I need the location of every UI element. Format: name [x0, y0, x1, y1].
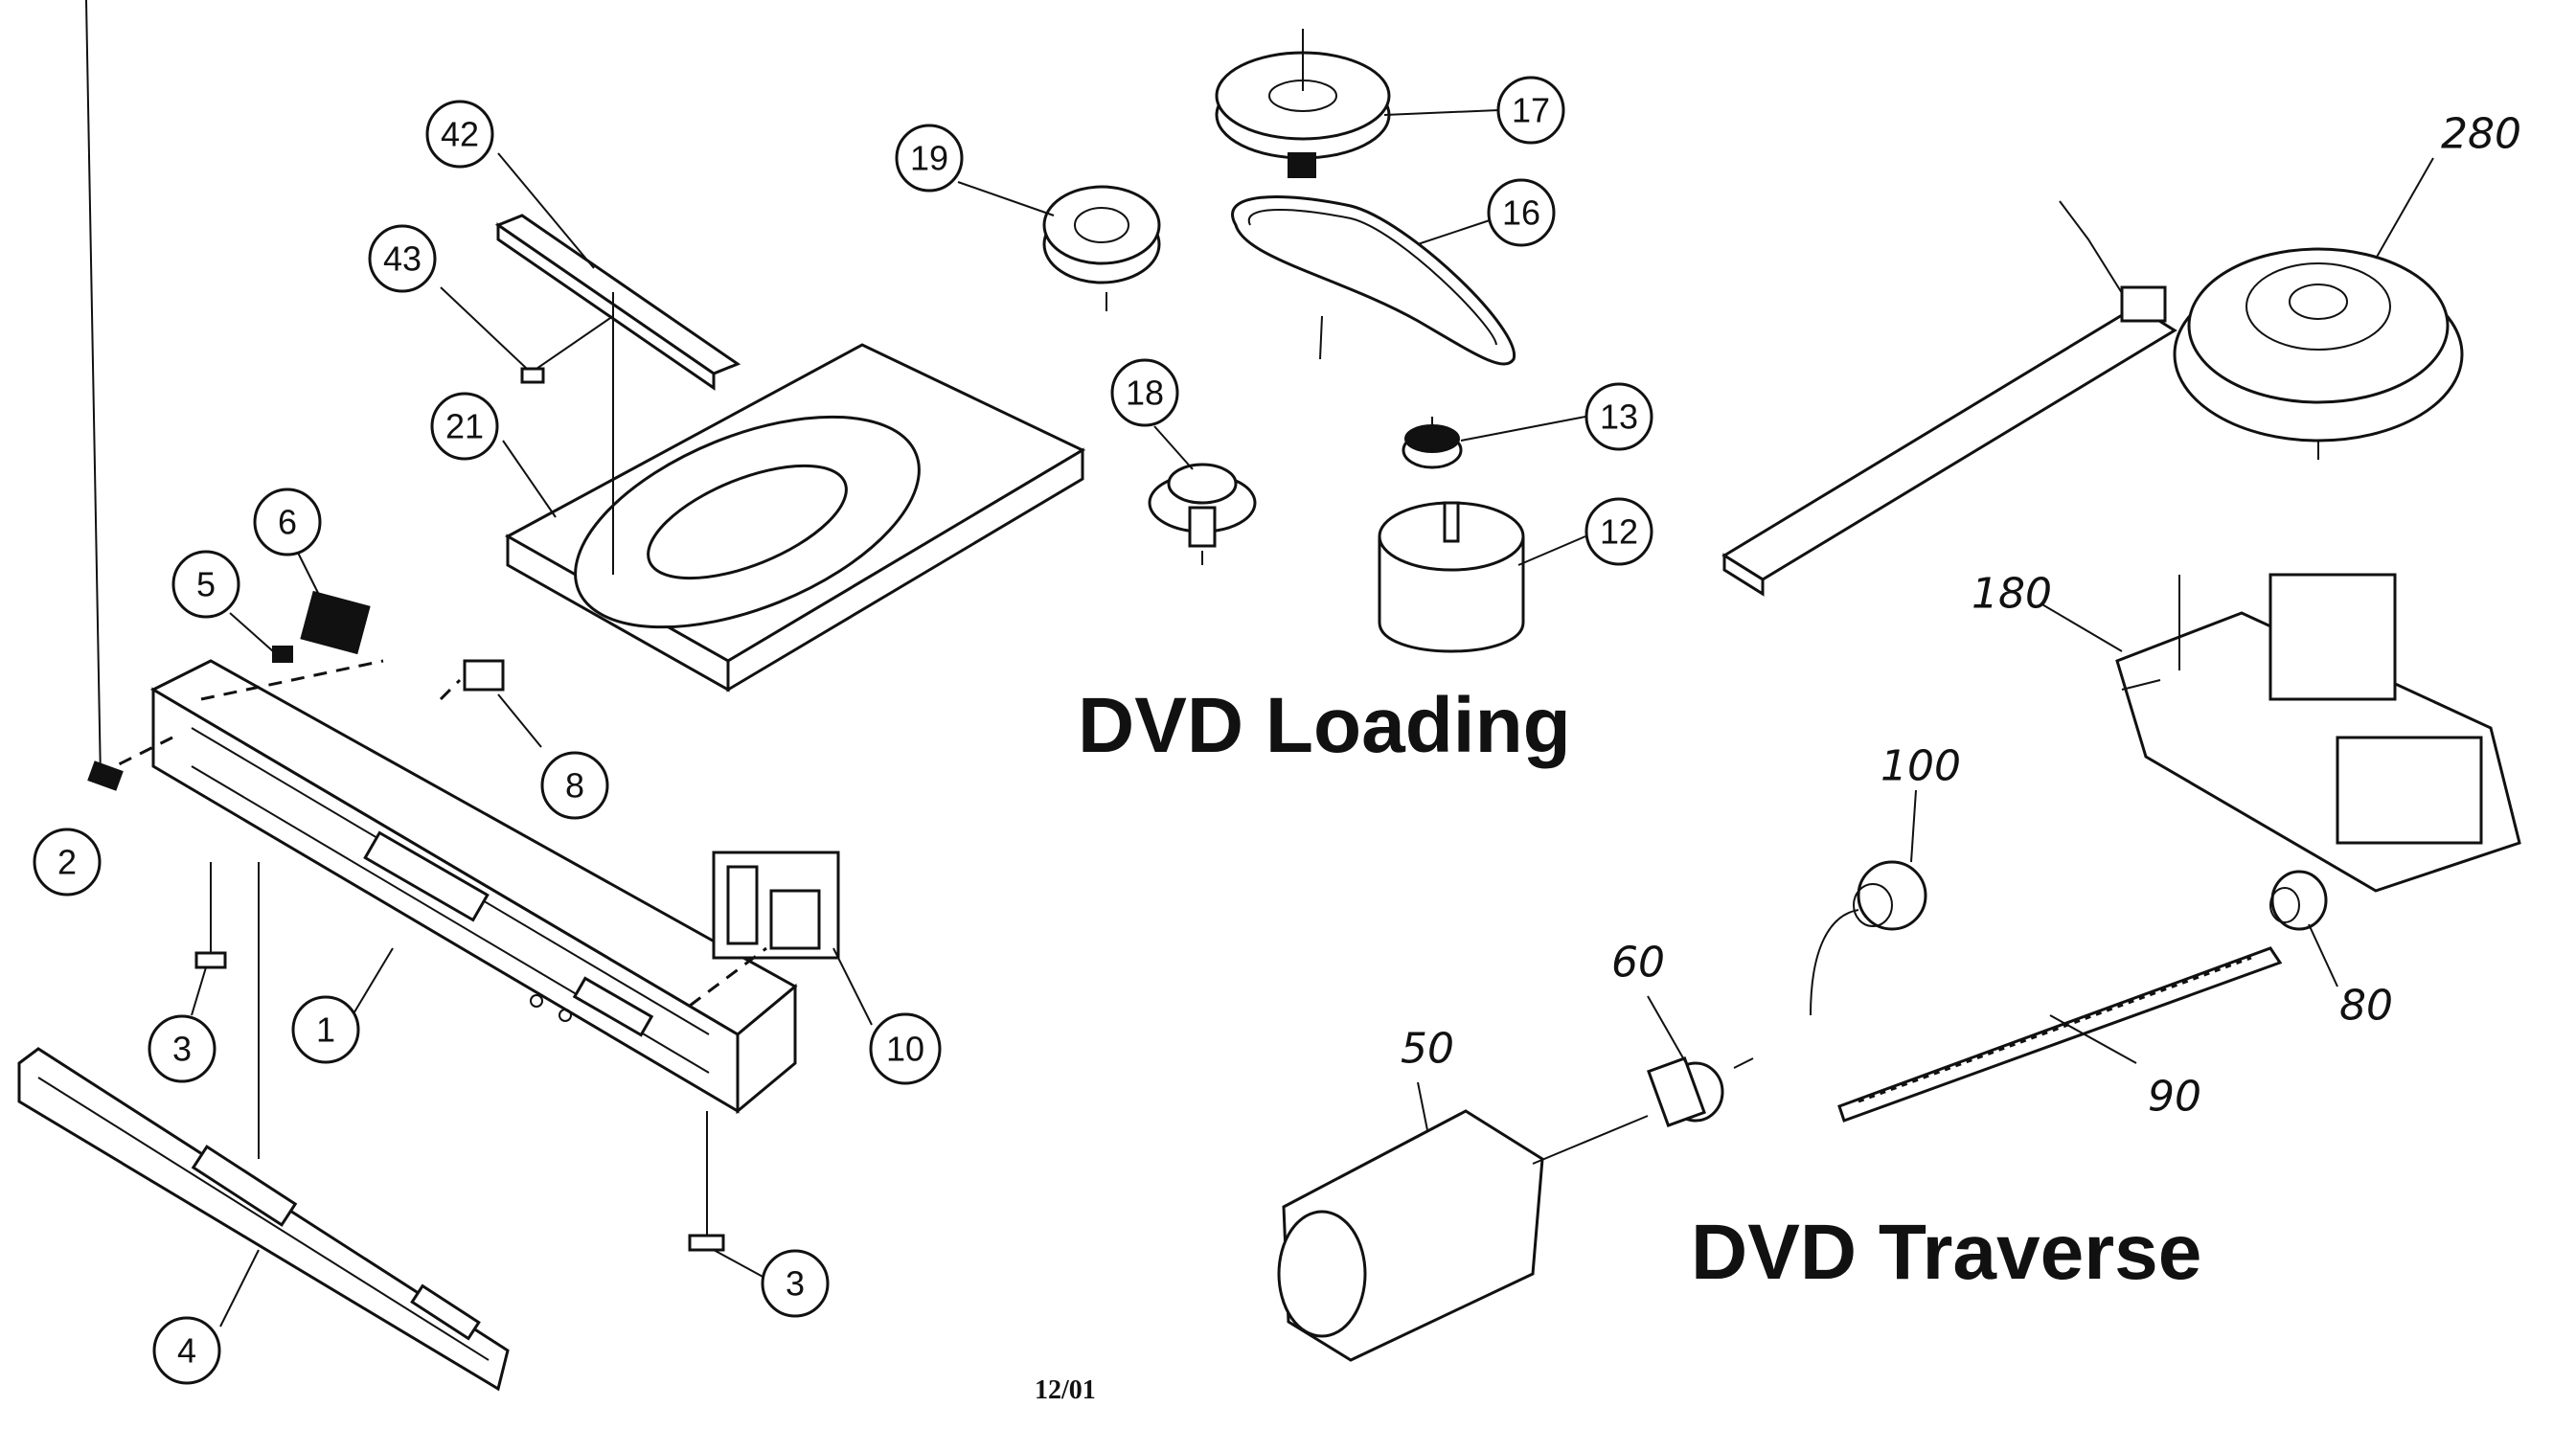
leader-lines — [85, 0, 2434, 1328]
svg-text:8: 8 — [565, 766, 584, 806]
foot-3a — [194, 951, 227, 969]
front-panel-end — [736, 983, 797, 1115]
svg-text:3: 3 — [786, 1264, 805, 1304]
svg-text:43: 43 — [383, 239, 422, 279]
callout-21: 21 — [430, 392, 499, 461]
handwritten-labels: 280 180 100 60 50 90 80 — [1401, 110, 2521, 1122]
callout-13: 13 — [1584, 382, 1653, 451]
svg-text:21: 21 — [445, 407, 484, 446]
foot-3b — [688, 1234, 725, 1252]
callout-2: 2 — [33, 828, 102, 897]
svg-text:17: 17 — [1512, 91, 1550, 130]
svg-text:5: 5 — [196, 565, 216, 604]
pulley-hub — [1288, 152, 1316, 178]
svg-text:1: 1 — [316, 1010, 335, 1050]
callout-1: 1 — [291, 995, 360, 1064]
label-90: 90 — [2148, 1073, 2201, 1122]
callout-18: 18 — [1110, 358, 1179, 427]
callout-17: 17 — [1496, 76, 1565, 145]
callout-6: 6 — [253, 488, 322, 556]
callout-12: 12 — [1584, 497, 1653, 566]
svg-text:16: 16 — [1502, 193, 1540, 233]
svg-text:6: 6 — [278, 503, 297, 542]
label-60: 60 — [1611, 939, 1665, 987]
label-100: 100 — [1881, 742, 1961, 791]
label-180: 180 — [1972, 570, 2052, 619]
clip-2 — [87, 760, 124, 791]
svg-text:42: 42 — [441, 115, 479, 154]
svg-text:2: 2 — [57, 843, 77, 882]
pickup-housing — [2268, 573, 2397, 701]
footer-date: 12/01 — [1035, 1375, 1096, 1405]
callouts: 42 43 21 6 5 2 8 1 3 10 3 4 19 17 16 18 … — [33, 76, 1653, 1385]
callout-43: 43 — [368, 224, 437, 293]
callout-8: 8 — [540, 751, 609, 820]
disc-tray-assembly — [494, 214, 1086, 692]
callout-19: 19 — [895, 124, 964, 193]
callout-42: 42 — [425, 100, 494, 169]
gear-100 — [1857, 860, 1927, 931]
front-panel-top — [149, 659, 798, 1036]
svg-text:13: 13 — [1600, 397, 1638, 437]
clip-5 — [272, 646, 293, 663]
label-280: 280 — [2441, 110, 2521, 159]
loading-mechanism — [1042, 29, 1525, 653]
connector — [2120, 285, 2167, 323]
svg-text:12: 12 — [1600, 512, 1638, 552]
title-dvd-loading: DVD Loading — [1078, 682, 1571, 769]
switch-board-6 — [300, 590, 371, 655]
control-buttons — [572, 976, 654, 1037]
clamp-bar-42 — [494, 214, 741, 375]
title-dvd-traverse: DVD Traverse — [1691, 1209, 2201, 1296]
display-window — [363, 830, 490, 922]
flex-cable — [1721, 305, 2177, 581]
callout-3-lower: 3 — [761, 1249, 830, 1318]
svg-text:3: 3 — [172, 1030, 192, 1069]
label-80: 80 — [2339, 982, 2393, 1031]
switch-8 — [463, 659, 505, 692]
lead-screw-90 — [1837, 946, 2283, 1123]
svg-text:10: 10 — [886, 1030, 924, 1069]
front-panel-assembly — [17, 590, 840, 1392]
svg-text:19: 19 — [910, 139, 948, 178]
callout-5: 5 — [171, 550, 240, 619]
callout-16: 16 — [1487, 178, 1556, 247]
callout-10: 10 — [869, 1012, 942, 1085]
svg-text:18: 18 — [1126, 374, 1164, 413]
callout-3-upper: 3 — [148, 1014, 217, 1083]
traverse-mechanism — [1277, 200, 2521, 1362]
drive-belt-16 — [1231, 195, 1516, 366]
pad-43 — [520, 367, 545, 384]
label-50: 50 — [1401, 1025, 1454, 1074]
svg-text:4: 4 — [177, 1331, 196, 1371]
callout-4: 4 — [152, 1316, 221, 1385]
